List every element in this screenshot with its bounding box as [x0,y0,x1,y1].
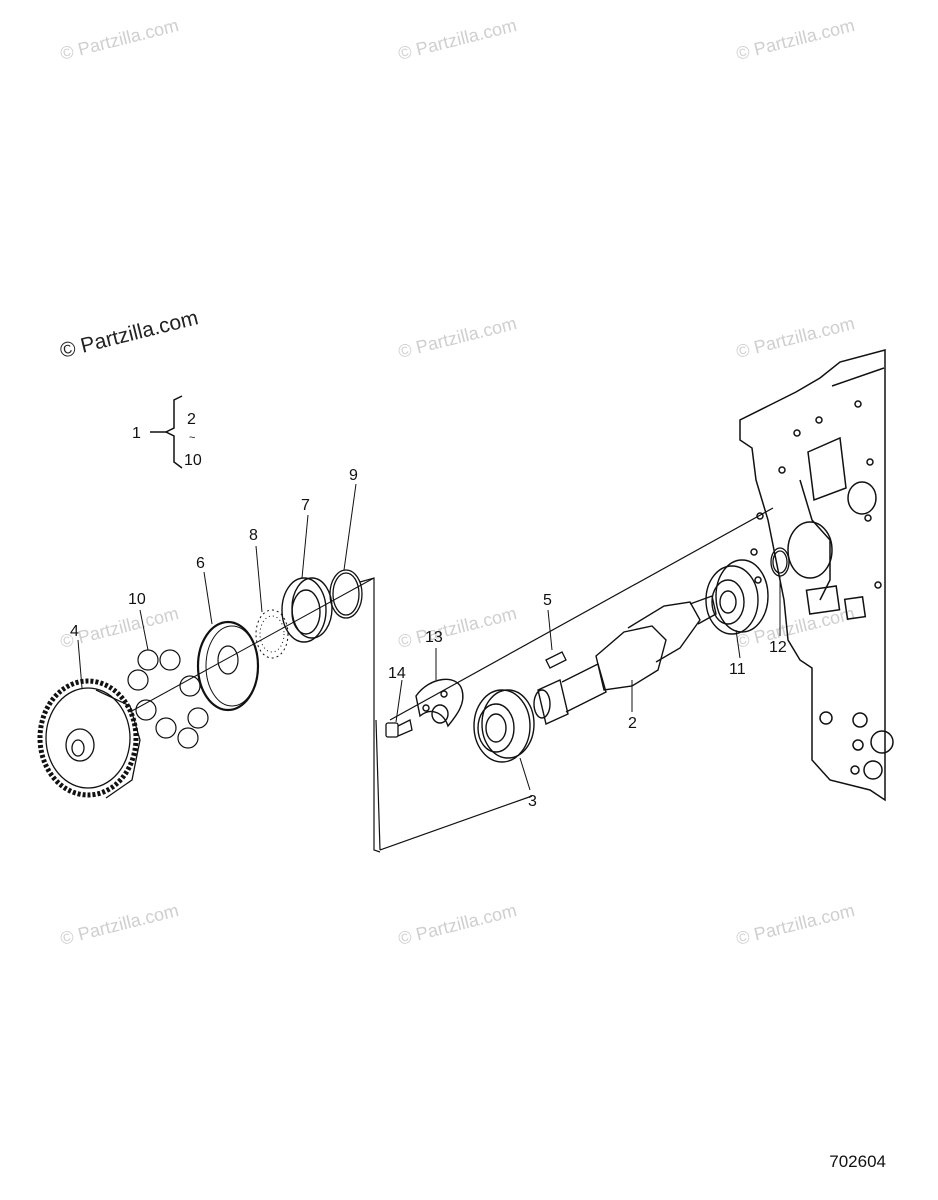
watermark: © Partzilla.com [58,900,181,949]
kit-range-end: 10 [184,452,202,469]
kit-bracket [150,395,183,469]
watermark: © Partzilla.com [734,15,857,64]
kit-range-start: 2 [187,411,196,428]
callout-6: 6 [196,555,205,572]
engine-case [739,349,894,802]
callout-5: 5 [543,592,552,609]
callout-3: 3 [528,793,537,810]
callout-13: 13 [425,629,443,646]
callout-14: 14 [388,665,406,682]
callout-12: 12 [769,639,787,656]
part-8-bearing-cage [255,609,289,659]
part-9-snap-ring [329,569,363,619]
part-14-bolt [385,719,413,738]
watermark: © Partzilla.com [396,15,519,64]
watermark: © Partzilla.com [734,900,857,949]
callout-10: 10 [128,591,146,608]
part-13-plate [415,678,464,728]
leader-lines [77,483,781,791]
watermark: © Partzilla.com [396,900,519,949]
callout-4: 4 [70,623,79,640]
part-12-snap-ring [770,547,790,577]
watermark: © Partzilla.com [396,603,519,652]
part-4-gear [37,678,141,799]
watermark: © Partzilla.com [734,313,857,362]
callout-2: 2 [628,715,637,732]
watermark-layer: © Partzilla.com © Partzilla.com © Partzi… [58,15,857,949]
part-2-crankshaft [533,595,717,725]
watermark: © Partzilla.com [58,306,201,363]
callout-8: 8 [249,527,258,544]
part-5-key [545,651,567,669]
part-7-race [281,577,333,643]
callout-7: 7 [301,497,310,514]
part-6-washer [196,620,260,712]
kit-parent-number: 1 [132,425,141,442]
axis-line [129,577,375,713]
watermark: © Partzilla.com [396,313,519,362]
part-11-bearing [705,559,769,635]
figure-number: 702604 [829,1152,886,1171]
part-10-balls [127,649,209,749]
watermark: © Partzilla.com [58,15,181,64]
group-outline [359,507,774,853]
callout-9: 9 [349,467,358,484]
part-3-bearing [473,689,535,763]
kit-range-sep: ~ [189,432,195,444]
callout-11: 11 [729,661,746,678]
